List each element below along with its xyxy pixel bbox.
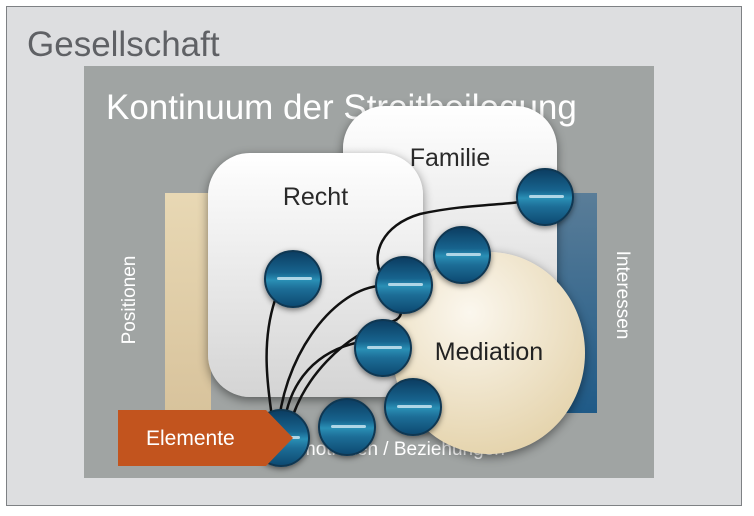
ocean-photo-icon [354, 319, 412, 377]
arrow-shape-icon [118, 410, 293, 466]
positions-bar [165, 193, 211, 411]
mediation-label: Mediation [434, 338, 544, 366]
ocean-photo-icon [264, 250, 322, 308]
elemente-arrow: Elemente [118, 410, 293, 466]
ocean-photo-icon [433, 226, 491, 284]
ocean-photo-icon [516, 168, 574, 226]
ocean-photo-icon [318, 398, 376, 456]
recht-label: Recht [282, 183, 349, 211]
familie-label: Familie [409, 144, 491, 172]
connector-line [276, 284, 379, 433]
elemente-label: Elemente [146, 427, 235, 450]
ocean-photo-icon [384, 378, 442, 436]
society-title: Gesellschaft [27, 25, 220, 64]
ocean-photo-icon [375, 256, 433, 314]
